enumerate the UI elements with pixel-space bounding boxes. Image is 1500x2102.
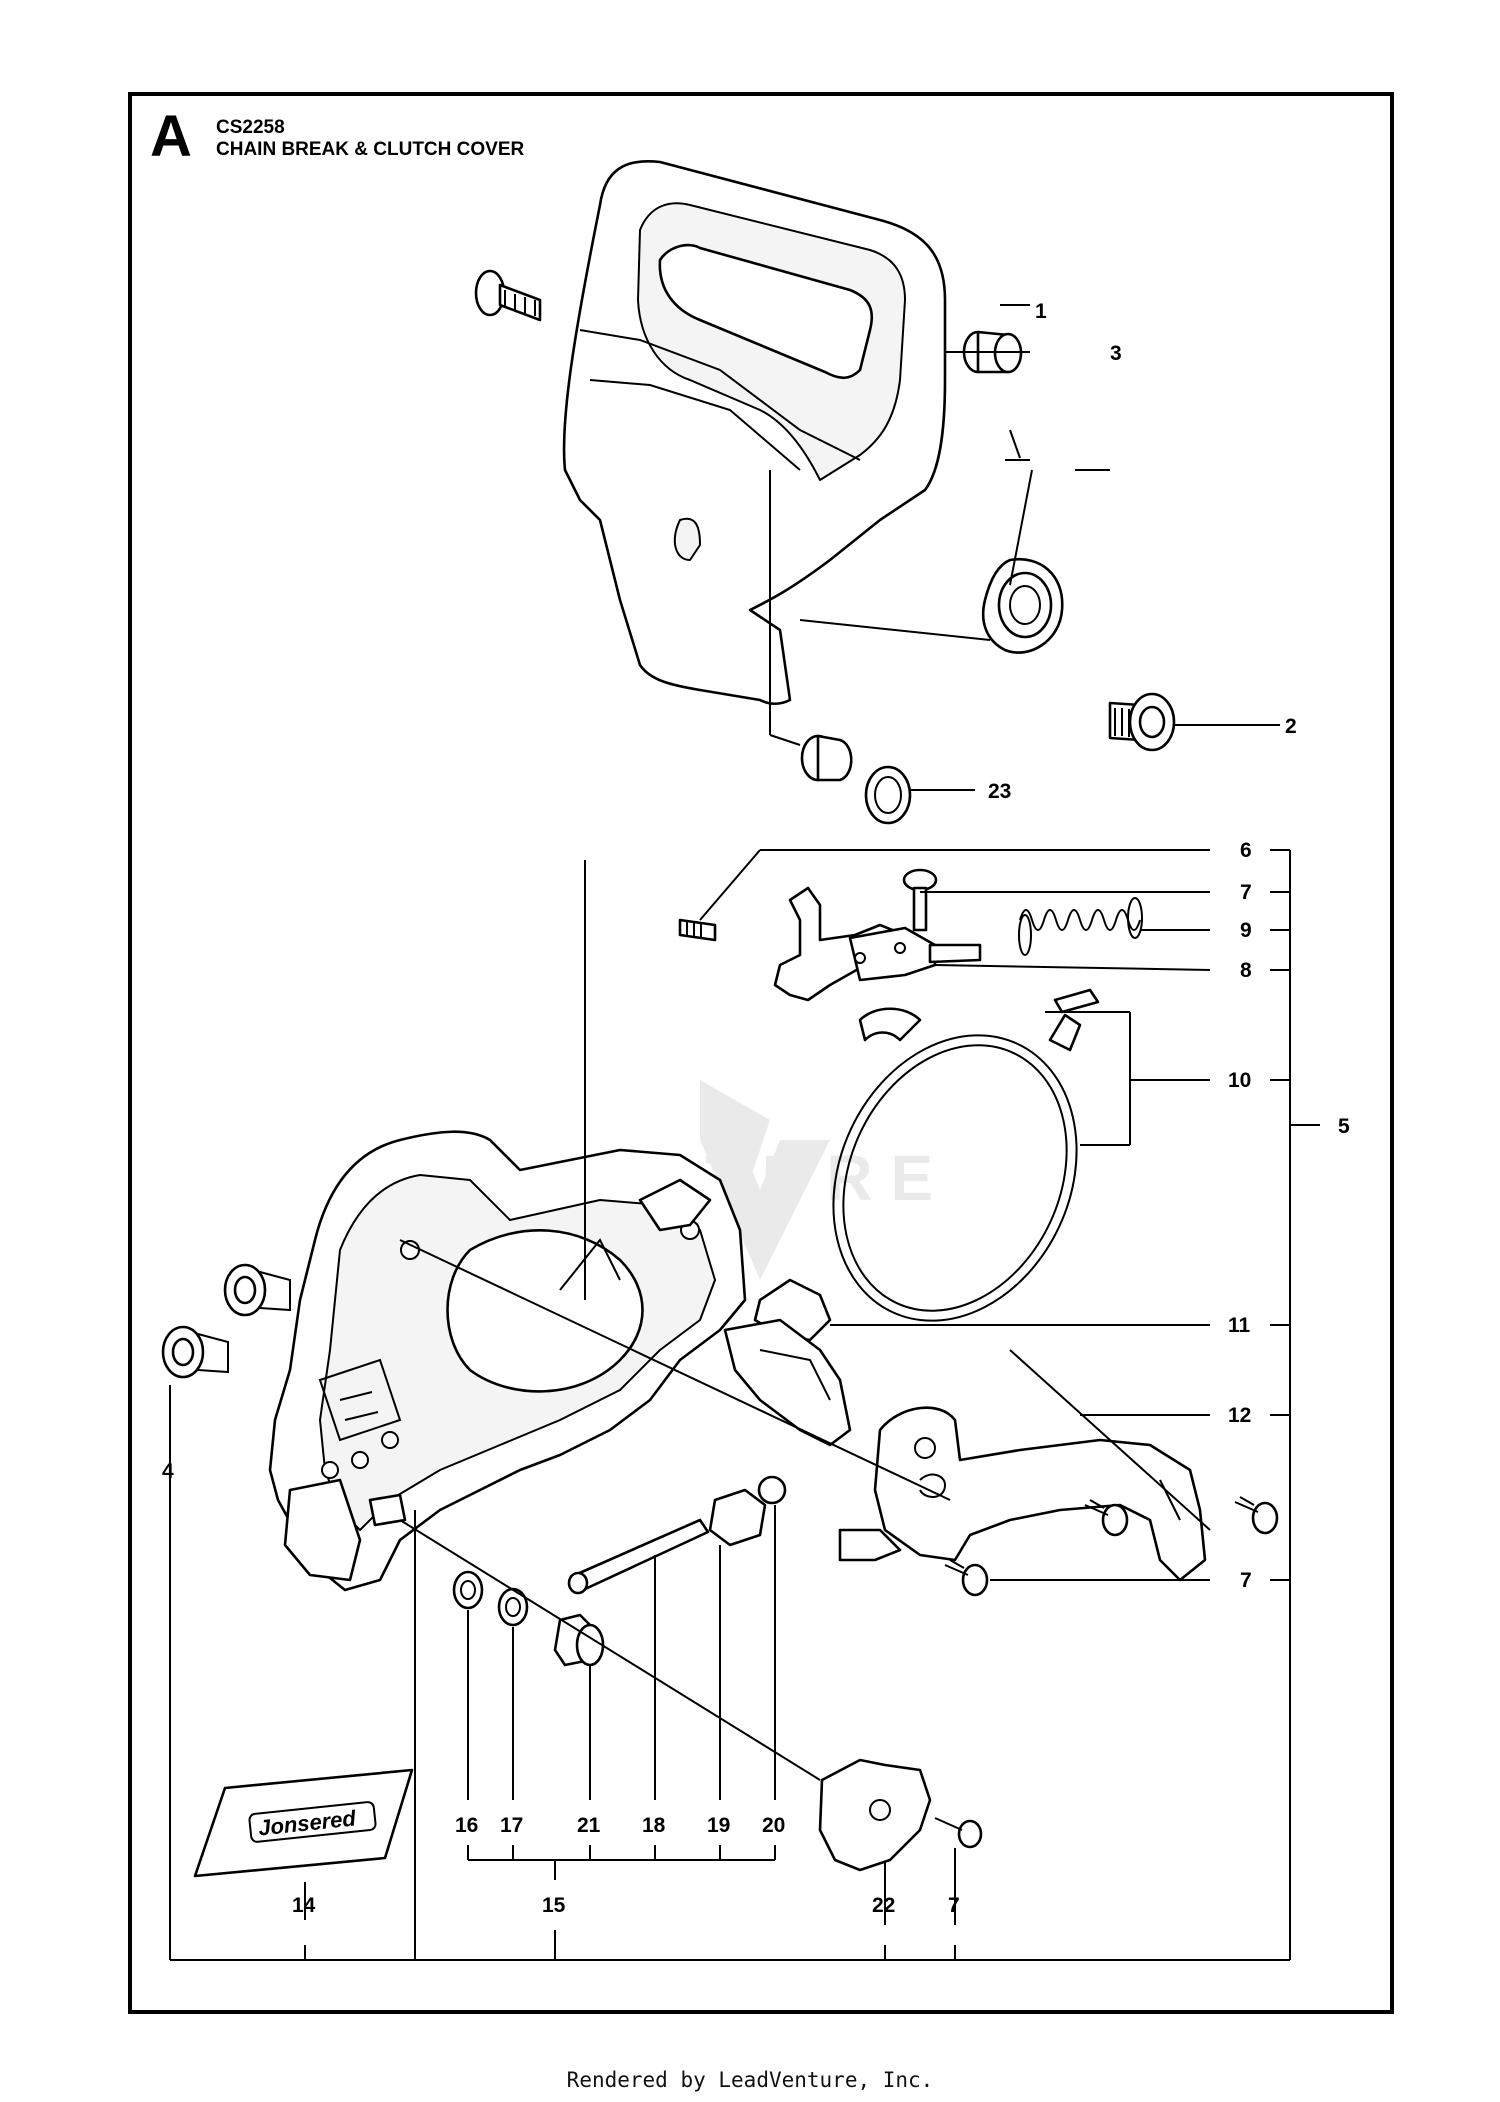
callout-3: 3	[1110, 342, 1122, 365]
nut-part-21	[553, 1613, 605, 1667]
callout-23: 23	[988, 780, 1011, 803]
callout-1: 1	[1035, 300, 1047, 323]
screw-part-7-bracket-right	[1234, 1496, 1279, 1535]
cover-part-22	[818, 1758, 983, 1872]
callout-17: 17	[500, 1814, 523, 1837]
callout-6: 6	[1240, 839, 1252, 862]
diagram-title: CHAIN BREAK & CLUTCH COVER	[216, 139, 525, 160]
block-part-19	[708, 1488, 767, 1547]
diagram-frame	[128, 92, 1394, 2014]
hand-guard-part-1	[562, 159, 1064, 706]
callout-22: 22	[872, 1894, 895, 1917]
brake-band-part-10	[832, 988, 1100, 1322]
callout-8: 8	[1240, 959, 1252, 982]
bracket-part-12	[838, 1406, 1207, 1582]
bushing-part-23	[800, 734, 912, 825]
screw-part-7-middle	[944, 1559, 989, 1597]
footer-credit: Rendered by LeadVenture, Inc.	[566, 2068, 934, 2092]
callout-9: 9	[1240, 919, 1252, 942]
leader-lines	[169, 304, 1320, 1961]
pin-part-18	[567, 1518, 710, 1595]
callout-18: 18	[642, 1814, 666, 1837]
callout-19: 19	[707, 1814, 730, 1837]
callout-10: 10	[1228, 1069, 1251, 1092]
spring-part-9	[1018, 897, 1143, 956]
washer-part-16	[452, 1570, 484, 1610]
callout-7-b: 7	[1240, 1569, 1252, 1592]
callout-labels: 1 2 3 23 6 7 9 8 10 5 11 12 4 7 16 17 21…	[162, 300, 1350, 1917]
pin-part-6	[678, 918, 717, 942]
decal-part-14: Jonsered	[193, 1768, 414, 1878]
callout-11: 11	[1228, 1314, 1251, 1337]
nut-part-4-lower	[161, 1325, 229, 1379]
part-11	[723, 1278, 852, 1447]
clutch-cover-housing	[268, 1130, 747, 1592]
screw-part-7-top	[902, 868, 938, 932]
screw-part-2	[1108, 692, 1176, 752]
washer-part-17	[497, 1587, 529, 1627]
brake-lever-part-8	[773, 886, 982, 1002]
screw-part-7-bracket-left	[1084, 1499, 1129, 1537]
model-number: CS2258	[216, 117, 285, 138]
callout-7-a: 7	[1240, 881, 1252, 904]
callout-20: 20	[762, 1814, 785, 1837]
callout-21: 21	[577, 1814, 601, 1837]
nut-part-4-upper	[223, 1263, 291, 1317]
callout-5: 5	[1338, 1115, 1350, 1138]
callout-14: 14	[292, 1894, 316, 1917]
callout-7-c: 7	[948, 1894, 960, 1917]
callout-4: 4	[162, 1460, 174, 1483]
callout-12: 12	[1228, 1404, 1251, 1427]
screw-top-left	[474, 269, 542, 322]
callout-15: 15	[542, 1894, 566, 1917]
callout-2: 2	[1285, 715, 1297, 738]
cap-part-20	[757, 1475, 787, 1505]
callout-16: 16	[455, 1814, 478, 1837]
section-letter: A	[150, 104, 192, 169]
